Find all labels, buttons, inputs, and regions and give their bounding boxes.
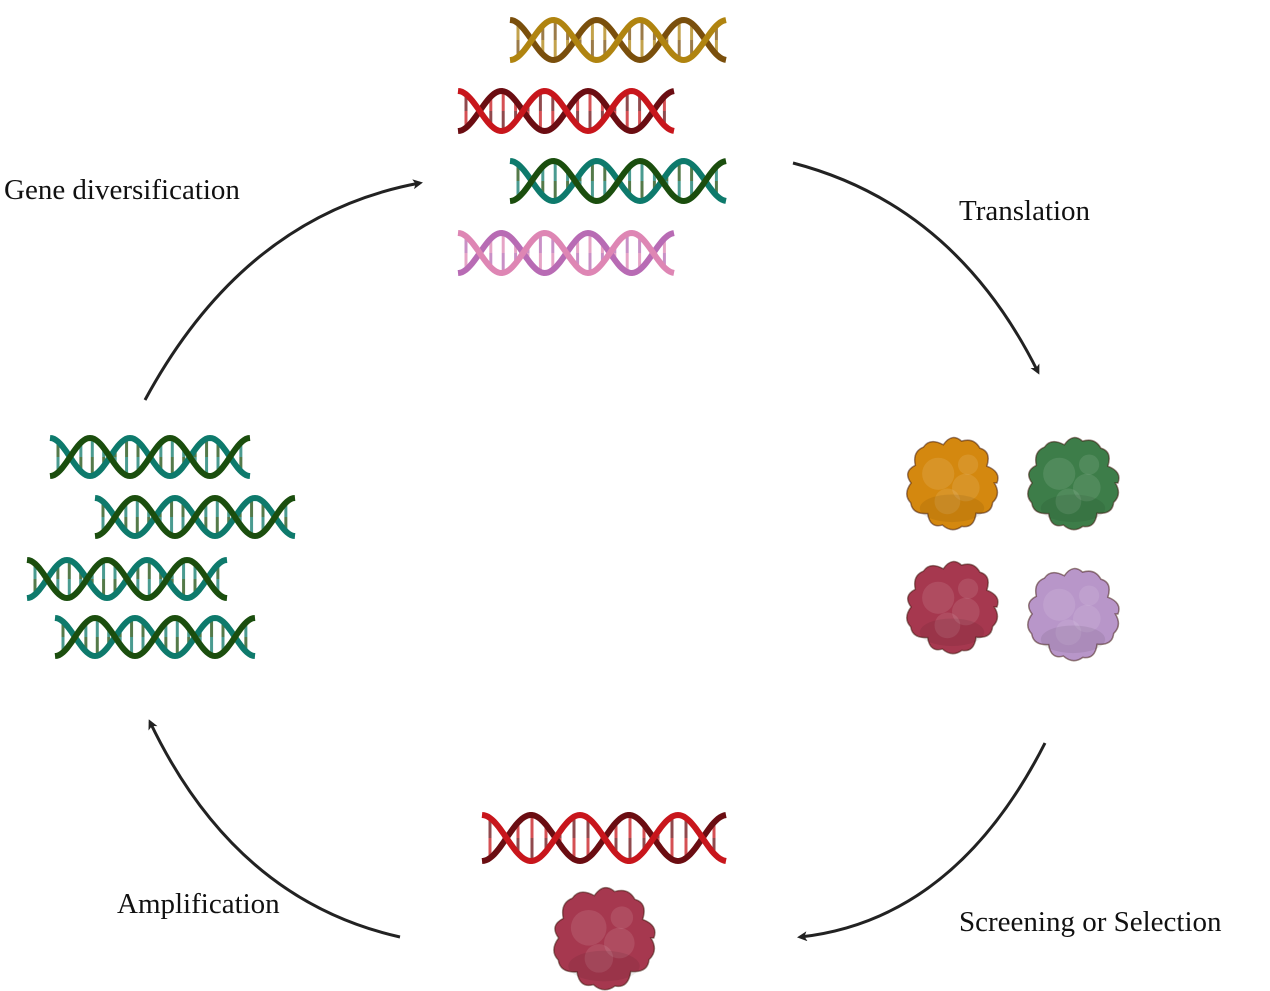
arrow-screening bbox=[797, 742, 1047, 942]
dna-gold bbox=[509, 16, 727, 64]
protein-crimson bbox=[906, 560, 999, 655]
dna-strand bbox=[457, 87, 675, 135]
arrow-amplification bbox=[148, 719, 401, 939]
protein-selected bbox=[553, 886, 656, 991]
dna-amplified-4 bbox=[54, 614, 256, 660]
arrow-gene-diversification bbox=[143, 179, 423, 401]
dna-strand bbox=[49, 434, 251, 480]
dna-red bbox=[457, 87, 675, 135]
protein-lavender bbox=[1027, 567, 1120, 662]
dna-selected bbox=[481, 811, 727, 865]
dna-strand bbox=[26, 556, 228, 602]
dna-strand bbox=[509, 157, 727, 205]
dna-teal bbox=[509, 157, 727, 205]
dna-strand bbox=[481, 811, 727, 864]
arrow-translation bbox=[792, 161, 1040, 375]
dna-strand bbox=[457, 229, 675, 277]
label-translation: Translation bbox=[959, 195, 1091, 227]
label-screening-or-selection: Screening or Selection bbox=[959, 906, 1222, 938]
label-gene-diversification: Gene diversification bbox=[4, 174, 240, 206]
dna-amplified-2 bbox=[94, 494, 296, 540]
dna-amplified-3 bbox=[26, 556, 228, 602]
protein-green bbox=[1027, 436, 1120, 531]
dna-pink bbox=[457, 229, 675, 277]
dna-strand bbox=[509, 16, 727, 64]
label-amplification: Amplification bbox=[117, 888, 280, 920]
protein-orange bbox=[906, 436, 999, 531]
dna-amplified-1 bbox=[49, 434, 251, 480]
dna-strand bbox=[94, 494, 296, 540]
dna-strand bbox=[54, 614, 256, 660]
